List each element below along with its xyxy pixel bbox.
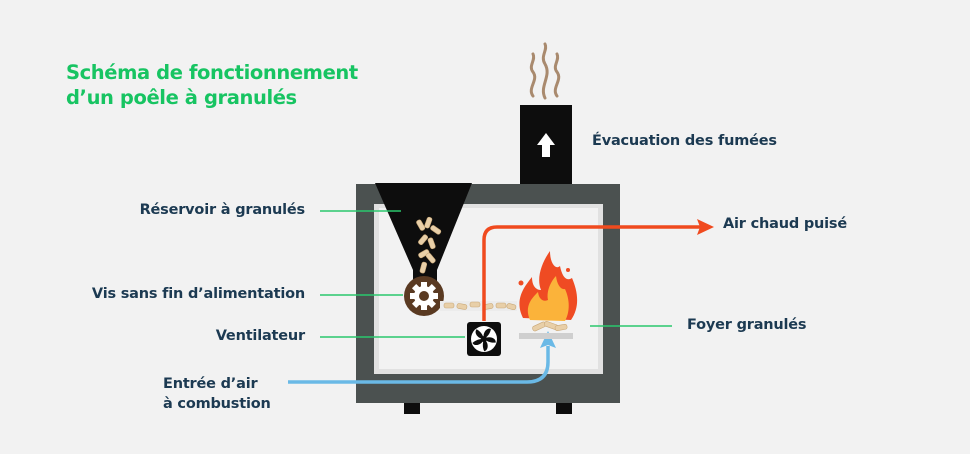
fan-icon [467,322,501,356]
gear-icon [404,276,444,316]
label-smoke-exhaust: Évacuation des fumées [592,133,777,149]
stove-foot-left [404,403,420,414]
label-feed-screw: Vis sans fin d’alimentation [91,286,305,302]
pellet-hopper [375,183,472,283]
up-arrow-icon [537,133,555,157]
smoke-icon [529,42,561,100]
stove-foot-right [556,403,572,414]
firebox-plate [519,333,573,339]
label-hot-air: Air chaud puisé [723,216,847,232]
combustion-air-arrow [288,331,556,384]
flame-icon [518,251,578,332]
pellets-in-hopper [416,216,442,274]
label-combustion-air-line-1: Entrée d’air [163,376,258,392]
label-pellet-tank: Réservoir à granulés [139,202,306,218]
title-line-2: d’un poêle à granulés [66,86,297,109]
title-line-1: Schéma de fonctionnement [66,61,358,84]
leader-lines [320,210,672,338]
label-fan: Ventilateur [215,328,305,344]
label-firebox: Foyer granulés [687,317,807,333]
hot-air-arrow [482,219,714,321]
label-combustion-air: Entrée d’air à combustion [163,374,271,414]
pellet-feed-channel [440,301,517,311]
page-title: Schéma de fonctionnement d’un poêle à gr… [66,60,358,110]
label-combustion-air-line-2: à combustion [163,396,271,412]
